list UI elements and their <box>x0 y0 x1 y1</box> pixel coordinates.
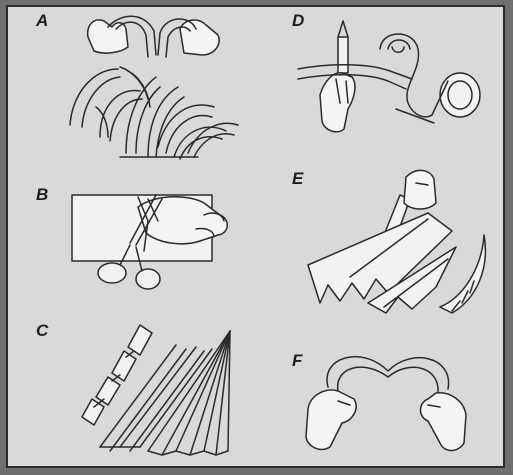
panel-c-illustration <box>82 325 230 455</box>
illustration-frame: A B C D E F <box>6 5 505 468</box>
panel-f-illustration <box>306 357 466 451</box>
illustration-canvas <box>8 7 503 466</box>
panel-label-e: E <box>292 169 303 189</box>
panel-e-illustration <box>308 170 485 313</box>
panel-label-a: A <box>36 11 48 31</box>
panel-label-b: B <box>36 185 48 205</box>
panel-d-illustration <box>298 21 480 132</box>
panel-label-d: D <box>292 11 304 31</box>
panel-label-c: C <box>36 321 48 341</box>
panel-label-f: F <box>292 351 302 371</box>
panel-b-illustration <box>72 195 227 289</box>
panel-a-illustration <box>70 16 238 159</box>
